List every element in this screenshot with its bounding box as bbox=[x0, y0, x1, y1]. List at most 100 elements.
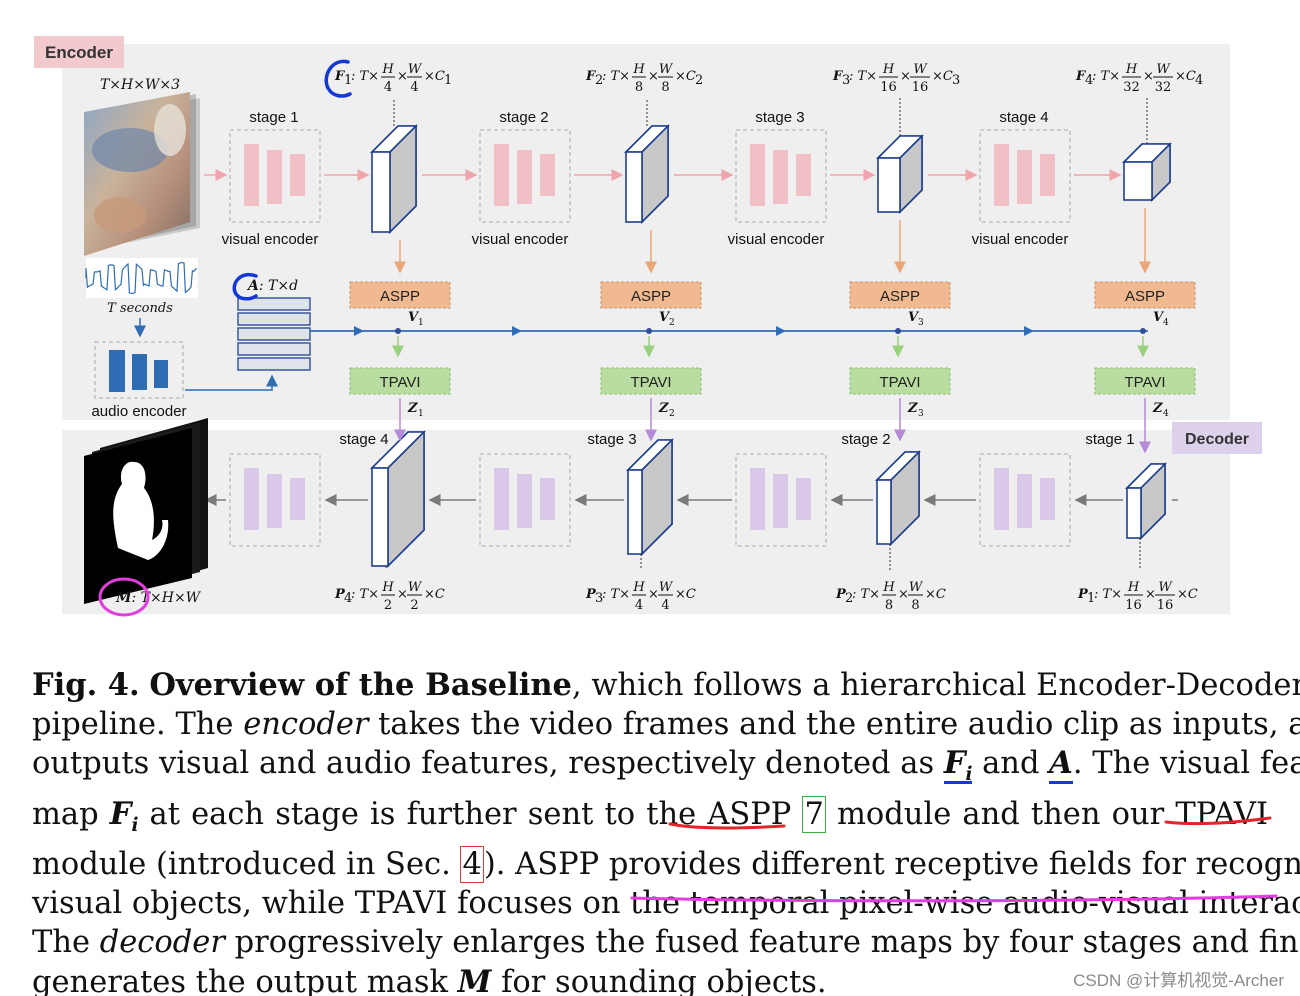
feature-suffix: ×C bbox=[424, 587, 445, 602]
fraction-den: 16 bbox=[1125, 598, 1142, 613]
stage-label: stage 4 bbox=[999, 109, 1048, 126]
magenta-circle-annotation bbox=[98, 577, 150, 617]
fraction-den: 16 bbox=[1157, 598, 1174, 613]
fraction-num: W bbox=[408, 62, 423, 77]
feature-subscript: 2 bbox=[595, 73, 603, 88]
stage-label: stage 2 bbox=[841, 431, 890, 448]
math-A: A bbox=[1049, 745, 1073, 785]
fraction-num: W bbox=[659, 580, 674, 595]
module-bar bbox=[267, 150, 282, 204]
fraction-num: W bbox=[909, 580, 924, 595]
module-bar bbox=[290, 154, 305, 196]
encoder-tag-box bbox=[34, 36, 124, 68]
blue-circle-annotation bbox=[232, 272, 258, 301]
module-bar bbox=[540, 478, 555, 520]
fraction-den: 4 bbox=[661, 598, 669, 613]
feature-prefix: : T× bbox=[1092, 69, 1120, 84]
times-sign: × bbox=[648, 69, 659, 84]
mask-label: M: T×H×W bbox=[115, 590, 202, 606]
decoder-feature-cube bbox=[1125, 462, 1167, 540]
audio-to-feature-arrow bbox=[185, 374, 278, 391]
fraction-num: W bbox=[913, 62, 928, 77]
v-label: V bbox=[408, 310, 420, 325]
aspp-label: ASPP bbox=[631, 288, 671, 305]
module-bar bbox=[290, 478, 305, 520]
feature-prefix: : T× bbox=[1094, 587, 1122, 602]
cube-front bbox=[627, 469, 643, 555]
cube-front bbox=[876, 479, 892, 545]
feature-subscript: 4 bbox=[1085, 73, 1093, 88]
fraction-den: 8 bbox=[911, 598, 919, 613]
cube-front bbox=[625, 151, 643, 223]
output-mask bbox=[84, 418, 208, 604]
module-bar bbox=[494, 144, 509, 206]
fraction-den: 32 bbox=[1123, 80, 1140, 95]
module-frame bbox=[735, 129, 827, 223]
times-sign: × bbox=[648, 587, 659, 602]
v-subscript: 4 bbox=[1163, 318, 1169, 328]
fraction-den: 4 bbox=[410, 80, 418, 95]
flow-arrowhead bbox=[512, 326, 522, 336]
fraction-num: H bbox=[632, 62, 645, 77]
aspp-box bbox=[1094, 281, 1196, 309]
z-subscript: 3 bbox=[918, 409, 924, 419]
cube-front bbox=[1123, 161, 1153, 201]
module-frame bbox=[979, 453, 1071, 547]
feature-name: F bbox=[1075, 69, 1086, 84]
tpavi-box bbox=[1094, 367, 1196, 395]
z-label: Z bbox=[407, 401, 418, 416]
blue-circle-annotation bbox=[324, 59, 352, 98]
fraction-den: 16 bbox=[912, 80, 929, 95]
caption-line: outputs visual and audio features, respe… bbox=[32, 745, 1300, 786]
fraction-num: H bbox=[381, 62, 394, 77]
fraction-den: 2 bbox=[410, 598, 418, 613]
module-bar bbox=[517, 150, 532, 204]
z-label: Z bbox=[907, 401, 918, 416]
fraction-den: 2 bbox=[384, 598, 392, 613]
module-bar bbox=[796, 478, 811, 520]
feature-prefix: : T× bbox=[852, 587, 880, 602]
caption-line: Fig. 4. Overview of the Baseline, which … bbox=[32, 667, 1300, 703]
feature-name: F bbox=[832, 69, 843, 84]
fraction-num: H bbox=[632, 580, 645, 595]
visual-encoder-module bbox=[229, 129, 321, 223]
fraction-den: 4 bbox=[384, 80, 392, 95]
times-sign: × bbox=[1143, 69, 1154, 84]
feature-suffix: ×C bbox=[424, 69, 445, 84]
audio-feature-label: A: T×d bbox=[246, 278, 298, 294]
feature-prefix: : T× bbox=[351, 69, 379, 84]
flow-arrowheads bbox=[354, 326, 1034, 336]
section-link[interactable]: 4 bbox=[460, 846, 484, 883]
times-sign: × bbox=[898, 587, 909, 602]
decoder-tag: Decoder bbox=[1185, 431, 1249, 448]
module-bar bbox=[244, 144, 259, 206]
module-bar bbox=[494, 468, 509, 530]
input-video-frames bbox=[84, 92, 200, 256]
feature-prefix: : T× bbox=[602, 587, 630, 602]
visual-encoder-module bbox=[735, 129, 827, 223]
z-label: Z bbox=[1152, 401, 1163, 416]
citation-link[interactable]: 7 bbox=[802, 795, 826, 833]
feature-subscript: 1 bbox=[444, 73, 452, 88]
feature-map-cube bbox=[624, 124, 670, 224]
junction-dot bbox=[895, 328, 901, 334]
caption-line: The decoder progressively enlarges the f… bbox=[32, 925, 1300, 961]
decoder-feature-cube bbox=[626, 438, 674, 556]
module-bar bbox=[244, 468, 259, 530]
fraction-den: 4 bbox=[635, 598, 643, 613]
aspp-label: ASPP bbox=[880, 288, 920, 305]
audio-seconds-label: T seconds bbox=[107, 301, 173, 316]
tpavi-label: TPAVI bbox=[379, 374, 420, 391]
audio-encoder-label: audio encoder bbox=[91, 403, 186, 420]
v-subscript: 3 bbox=[918, 318, 924, 328]
module-bar bbox=[267, 474, 282, 528]
module-bar bbox=[1040, 478, 1055, 520]
feature-name: F bbox=[334, 69, 345, 84]
stage-label: stage 1 bbox=[249, 109, 298, 126]
audio-waveform bbox=[85, 258, 198, 298]
